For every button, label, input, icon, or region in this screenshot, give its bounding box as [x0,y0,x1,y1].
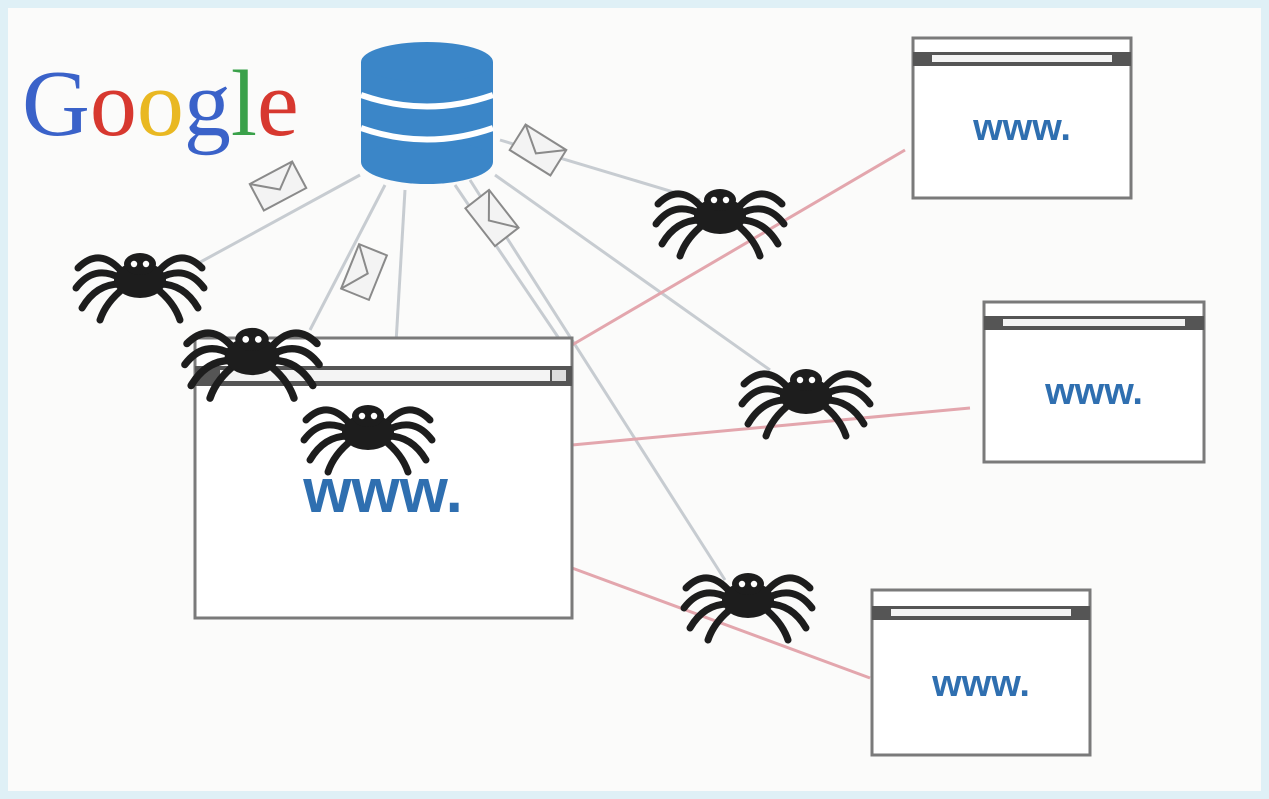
spider-icon [684,573,812,640]
main-website-window: www. [193,336,574,620]
website-window-2: www. [982,300,1206,464]
site1-www-label: www. [972,107,1071,149]
spider-icon [656,189,784,256]
logo-letter-g2: g [184,52,231,156]
database-icon [360,42,494,184]
spider-icon [76,253,204,320]
site2-www-label: www. [1044,371,1143,413]
logo-letter-o2: o [137,52,184,156]
envelope-icon [340,243,388,301]
logo-letter-l: l [231,52,257,156]
envelope-icon [248,160,308,212]
site3-www-label: www. [931,663,1030,705]
website-window-1: www. [911,36,1133,200]
envelope-icon [464,188,520,248]
logo-letter-o1: o [90,52,137,156]
website-window-3: www. [870,588,1092,757]
logo-letter-e: e [257,52,299,156]
google-logo: Google [22,52,299,156]
envelope-icon [508,123,568,177]
logo-letter-g1: G [22,52,90,156]
svg-text:Google: Google [22,52,299,156]
